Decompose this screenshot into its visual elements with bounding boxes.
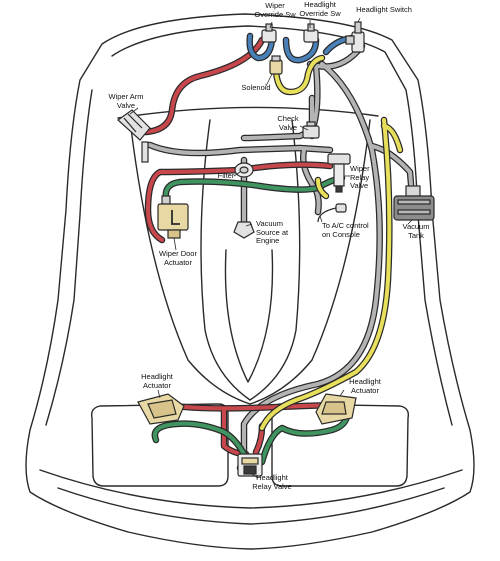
label-wiper-relay-valve: Wiper Relay Valve — [350, 164, 370, 190]
hood-center-crease — [224, 249, 274, 383]
headlight-relay-valve — [237, 453, 263, 477]
label-vacuum-source: Vacuum Source at Engine — [256, 219, 289, 245]
car-body — [25, 13, 475, 550]
hood-right-crease — [249, 119, 301, 401]
label-headlight-switch: Headlight Switch — [356, 5, 412, 14]
ac-connector — [317, 203, 347, 223]
label-check-valve: Check Valve — [277, 114, 299, 132]
label-solenoid: Solenoid — [241, 83, 271, 92]
cowl-line — [117, 106, 379, 119]
headlight-door-left — [90, 403, 229, 487]
wiper-door-actuator — [157, 195, 189, 239]
label-headlight-override-sw: Headlight Override Sw — [299, 0, 341, 18]
body-inner-outline-left — [45, 89, 93, 426]
vacuum-tank — [393, 185, 435, 221]
headlight-switch — [345, 21, 365, 53]
label-headlight-actuator-right: Headlight Actuator — [349, 377, 381, 395]
yellow-hoses — [258, 54, 404, 432]
leader-lines — [129, 17, 413, 479]
label-wiper-override-sw: Wiper Override Sw — [254, 1, 296, 19]
headlight-actuator-right-shape — [315, 393, 357, 425]
wiper-relay-valve — [327, 153, 351, 193]
green-hoses — [151, 174, 351, 472]
hood-lower-right — [249, 119, 371, 405]
body-outer-outline — [25, 13, 475, 550]
wiper-arm-valve — [117, 109, 151, 163]
label-headlight-relay-valve: Headlight Relay Valve — [252, 473, 292, 491]
hood-left-crease — [200, 119, 251, 401]
check-valve — [302, 121, 320, 139]
headlight-actuator-left-shape — [137, 393, 185, 425]
headlight-door-right — [271, 403, 410, 487]
label-vacuum-tank: Vacuum Tank — [402, 222, 430, 240]
headlight-override-switch — [303, 23, 319, 43]
label-wiper-arm-valve: Wiper Arm Valve — [108, 92, 144, 110]
label-headlight-actuator-left: Headlight Actuator — [141, 372, 173, 390]
bumper-line-lower — [57, 487, 445, 525]
filter — [234, 162, 254, 178]
label-filter: Filter — [217, 171, 235, 180]
label-ac-control: To A/C control on Console — [322, 221, 369, 239]
hood-lower-left — [129, 119, 251, 405]
bumper-line — [39, 469, 463, 509]
label-wiper-door-actuator: Wiper Door Actuator — [159, 249, 197, 267]
body-inner-outline — [111, 25, 453, 426]
solenoid — [269, 55, 283, 75]
vacuum-source — [233, 221, 255, 239]
wiper-override-switch — [261, 23, 277, 43]
